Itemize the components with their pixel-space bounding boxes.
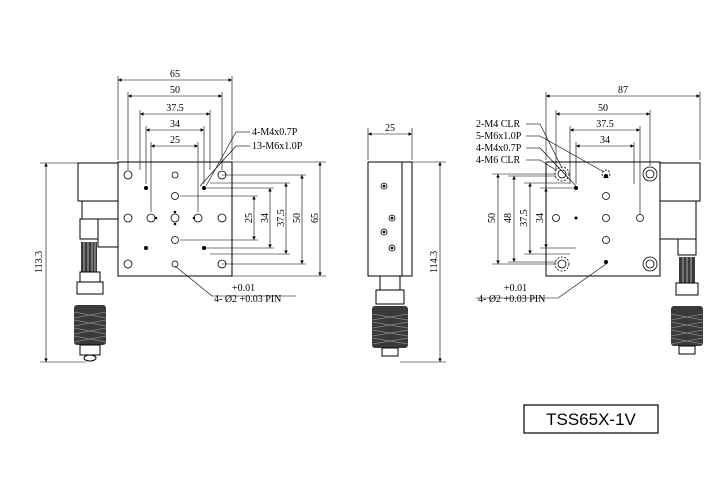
- rear-callout-m6-clr: 4-M6 CLR: [476, 155, 521, 166]
- front-micrometer: [73, 218, 107, 362]
- rear-dim-87: 87: [618, 85, 628, 96]
- rear-side-housing: [659, 162, 701, 202]
- front-dim-50: 50: [170, 85, 180, 96]
- rear-dim-34: 34: [600, 135, 610, 146]
- front-callouts: 4-M4x0.7P 13-M6x1.0P +0.01 4- Ø2 +0.03 P…: [174, 127, 303, 305]
- rear-vdim-34: 34: [535, 213, 546, 223]
- front-vdim-25: 25: [244, 213, 255, 223]
- rear-view: 87 50 37.5 34 50 48 37.5 34 2-M4 CLR: [476, 85, 704, 355]
- model-label: TSS65X-1V: [546, 410, 636, 429]
- rear-housing-lower: [659, 200, 697, 240]
- side-view: 25 114.3: [367, 123, 446, 363]
- front-dim-34: 34: [170, 119, 180, 130]
- front-height-113-3: 113.3: [34, 251, 45, 273]
- rear-callout-m4-clr: 2-M4 CLR: [476, 119, 521, 130]
- rear-top-dimensions: 87 50 37.5 34: [545, 85, 701, 214]
- front-pin-label: 4- Ø2 +0.03 PIN: [214, 294, 281, 305]
- side-micrometer: [371, 275, 409, 357]
- front-dim-65: 65: [170, 69, 180, 80]
- rear-micrometer: [670, 238, 704, 355]
- front-vdim-50: 50: [292, 213, 303, 223]
- model-label-box: TSS65X-1V: [523, 404, 659, 434]
- rear-pin-tolerance: +0.01: [504, 283, 527, 294]
- front-holes: [123, 170, 227, 269]
- front-bracket: [97, 218, 119, 248]
- front-housing-lower: [81, 200, 119, 220]
- rear-callout-m4-tap: 4-M4x0.7P: [476, 143, 522, 154]
- rear-vdim-48: 48: [503, 213, 514, 223]
- front-height-dimension: 113.3: [34, 162, 86, 363]
- front-dim-25: 25: [170, 135, 180, 146]
- front-vdim-34: 34: [260, 213, 271, 223]
- front-top-dimensions: 65 50 37.5 34 25: [117, 69, 233, 212]
- rear-callouts: 2-M4 CLR 5-M6x1.0P 4-M4x0.7P 4-M6 CLR +0…: [476, 119, 607, 305]
- rear-dim-50: 50: [598, 103, 608, 114]
- front-callout-m4: 4-M4x0.7P: [252, 127, 298, 138]
- side-height-114-3: 114.3: [429, 251, 440, 273]
- rear-pin-label: 4- Ø2 +0.03 PIN: [478, 294, 545, 305]
- front-vdim-65: 65: [310, 213, 321, 223]
- rear-holes: [552, 166, 658, 272]
- front-callout-m6: 13-M6x1.0P: [252, 141, 303, 152]
- front-side-housing: [77, 162, 119, 202]
- rear-vdim-37-5: 37.5: [519, 209, 530, 227]
- side-width-25: 25: [385, 123, 395, 134]
- front-right-dimensions: 25 34 37.5 50 65: [180, 161, 326, 277]
- front-pin-tolerance: +0.01: [232, 283, 255, 294]
- front-dim-37-5: 37.5: [166, 103, 184, 114]
- rear-vdim-50: 50: [487, 213, 498, 223]
- front-view: 65 50 37.5 34 25 25 34 37.5 50 65: [34, 69, 326, 363]
- front-vdim-37-5: 37.5: [276, 209, 287, 227]
- rear-callout-m6-tap: 5-M6x1.0P: [476, 131, 522, 142]
- rear-dim-37-5: 37.5: [596, 119, 614, 130]
- rear-left-dimensions: 50 48 37.5 34: [487, 173, 576, 265]
